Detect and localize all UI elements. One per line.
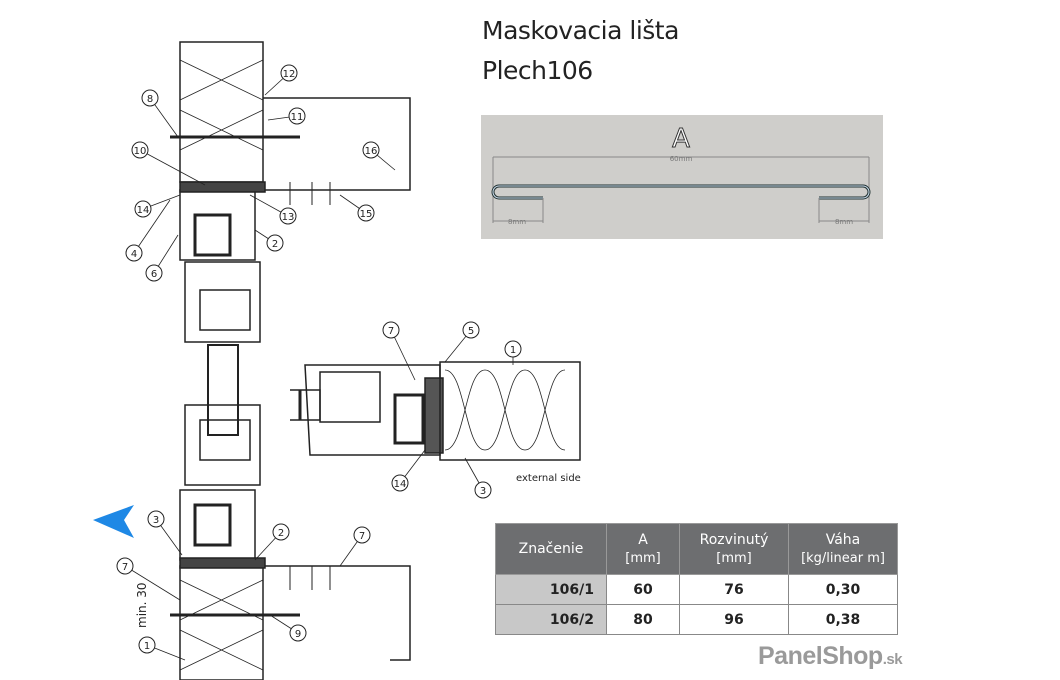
external-side-label: external side	[516, 473, 581, 484]
callout-number: 15	[360, 209, 373, 220]
callout-circle	[116, 557, 134, 575]
profile-drawing: A 60mm 8mm 8mm	[481, 115, 883, 239]
product-code: Plech106	[482, 56, 593, 85]
min-dimension-label: min. 30	[135, 582, 149, 628]
callout-circle	[272, 523, 290, 541]
header-cell: Značenie	[495, 523, 607, 575]
left-fold-dimension: 8mm	[508, 218, 526, 226]
callout-number: 12	[283, 69, 296, 80]
callout-number: 8	[147, 94, 153, 105]
callout-circle	[147, 510, 165, 528]
callout-circle	[391, 474, 409, 492]
spec-table: Značenie A[mm] Rozvinutý[mm] Váha[kg/lin…	[495, 523, 898, 635]
callout-circle	[141, 89, 159, 107]
callout-number: 13	[282, 212, 295, 223]
callout-circle	[474, 481, 492, 499]
callout-number: 5	[468, 326, 474, 337]
callout-number: 4	[131, 249, 137, 260]
callout-number: 7	[388, 326, 394, 337]
table-row: 106/1 60 76 0,30	[495, 574, 898, 605]
table-row: 106/2 80 96 0,38	[495, 604, 898, 635]
panelshop-logo: PanelShop.sk	[758, 642, 903, 670]
callout-circle	[362, 141, 380, 159]
callout-number: 7	[122, 562, 128, 573]
header-cell: Rozvinutý[mm]	[679, 523, 789, 575]
callout-number: 9	[295, 629, 301, 640]
callout-circle	[145, 264, 163, 282]
callout-number: 2	[272, 239, 278, 250]
callout-number: 1	[144, 641, 150, 652]
callout-circle	[357, 204, 375, 222]
callout-circle	[131, 141, 149, 159]
callout-circle	[462, 321, 480, 339]
callout-circle	[353, 526, 371, 544]
callout-number: 1	[510, 345, 516, 356]
callout-circle	[138, 636, 156, 654]
callout-number: 6	[151, 269, 157, 280]
callout-number: 7	[359, 531, 365, 542]
callout-circle	[280, 64, 298, 82]
callout-number: 14	[137, 205, 150, 216]
header-cell: Váha[kg/linear m]	[788, 523, 898, 575]
callout-circle	[288, 107, 306, 125]
callout-circle	[134, 200, 152, 218]
callout-number: 11	[291, 112, 304, 123]
callout-circle	[382, 321, 400, 339]
callout-number: 16	[365, 146, 378, 157]
dimension-a-label: A	[672, 124, 690, 154]
pointer-arrow-icon	[93, 505, 134, 538]
callout-circle	[125, 244, 143, 262]
callout-circle	[279, 207, 297, 225]
callout-number: 2	[278, 528, 284, 539]
right-fold-dimension: 8mm	[835, 218, 853, 226]
callout-circle	[289, 624, 307, 642]
callout-number: 3	[153, 515, 159, 526]
callout-number: 3	[480, 486, 486, 497]
width-dimension: 60mm	[670, 155, 693, 163]
product-title: Maskovacia lišta	[482, 16, 679, 45]
callout-number: 10	[134, 146, 147, 157]
header-cell: A[mm]	[606, 523, 680, 575]
callout-number: 14	[394, 479, 407, 490]
callout-circle	[504, 340, 522, 358]
callout-circle	[266, 234, 284, 252]
